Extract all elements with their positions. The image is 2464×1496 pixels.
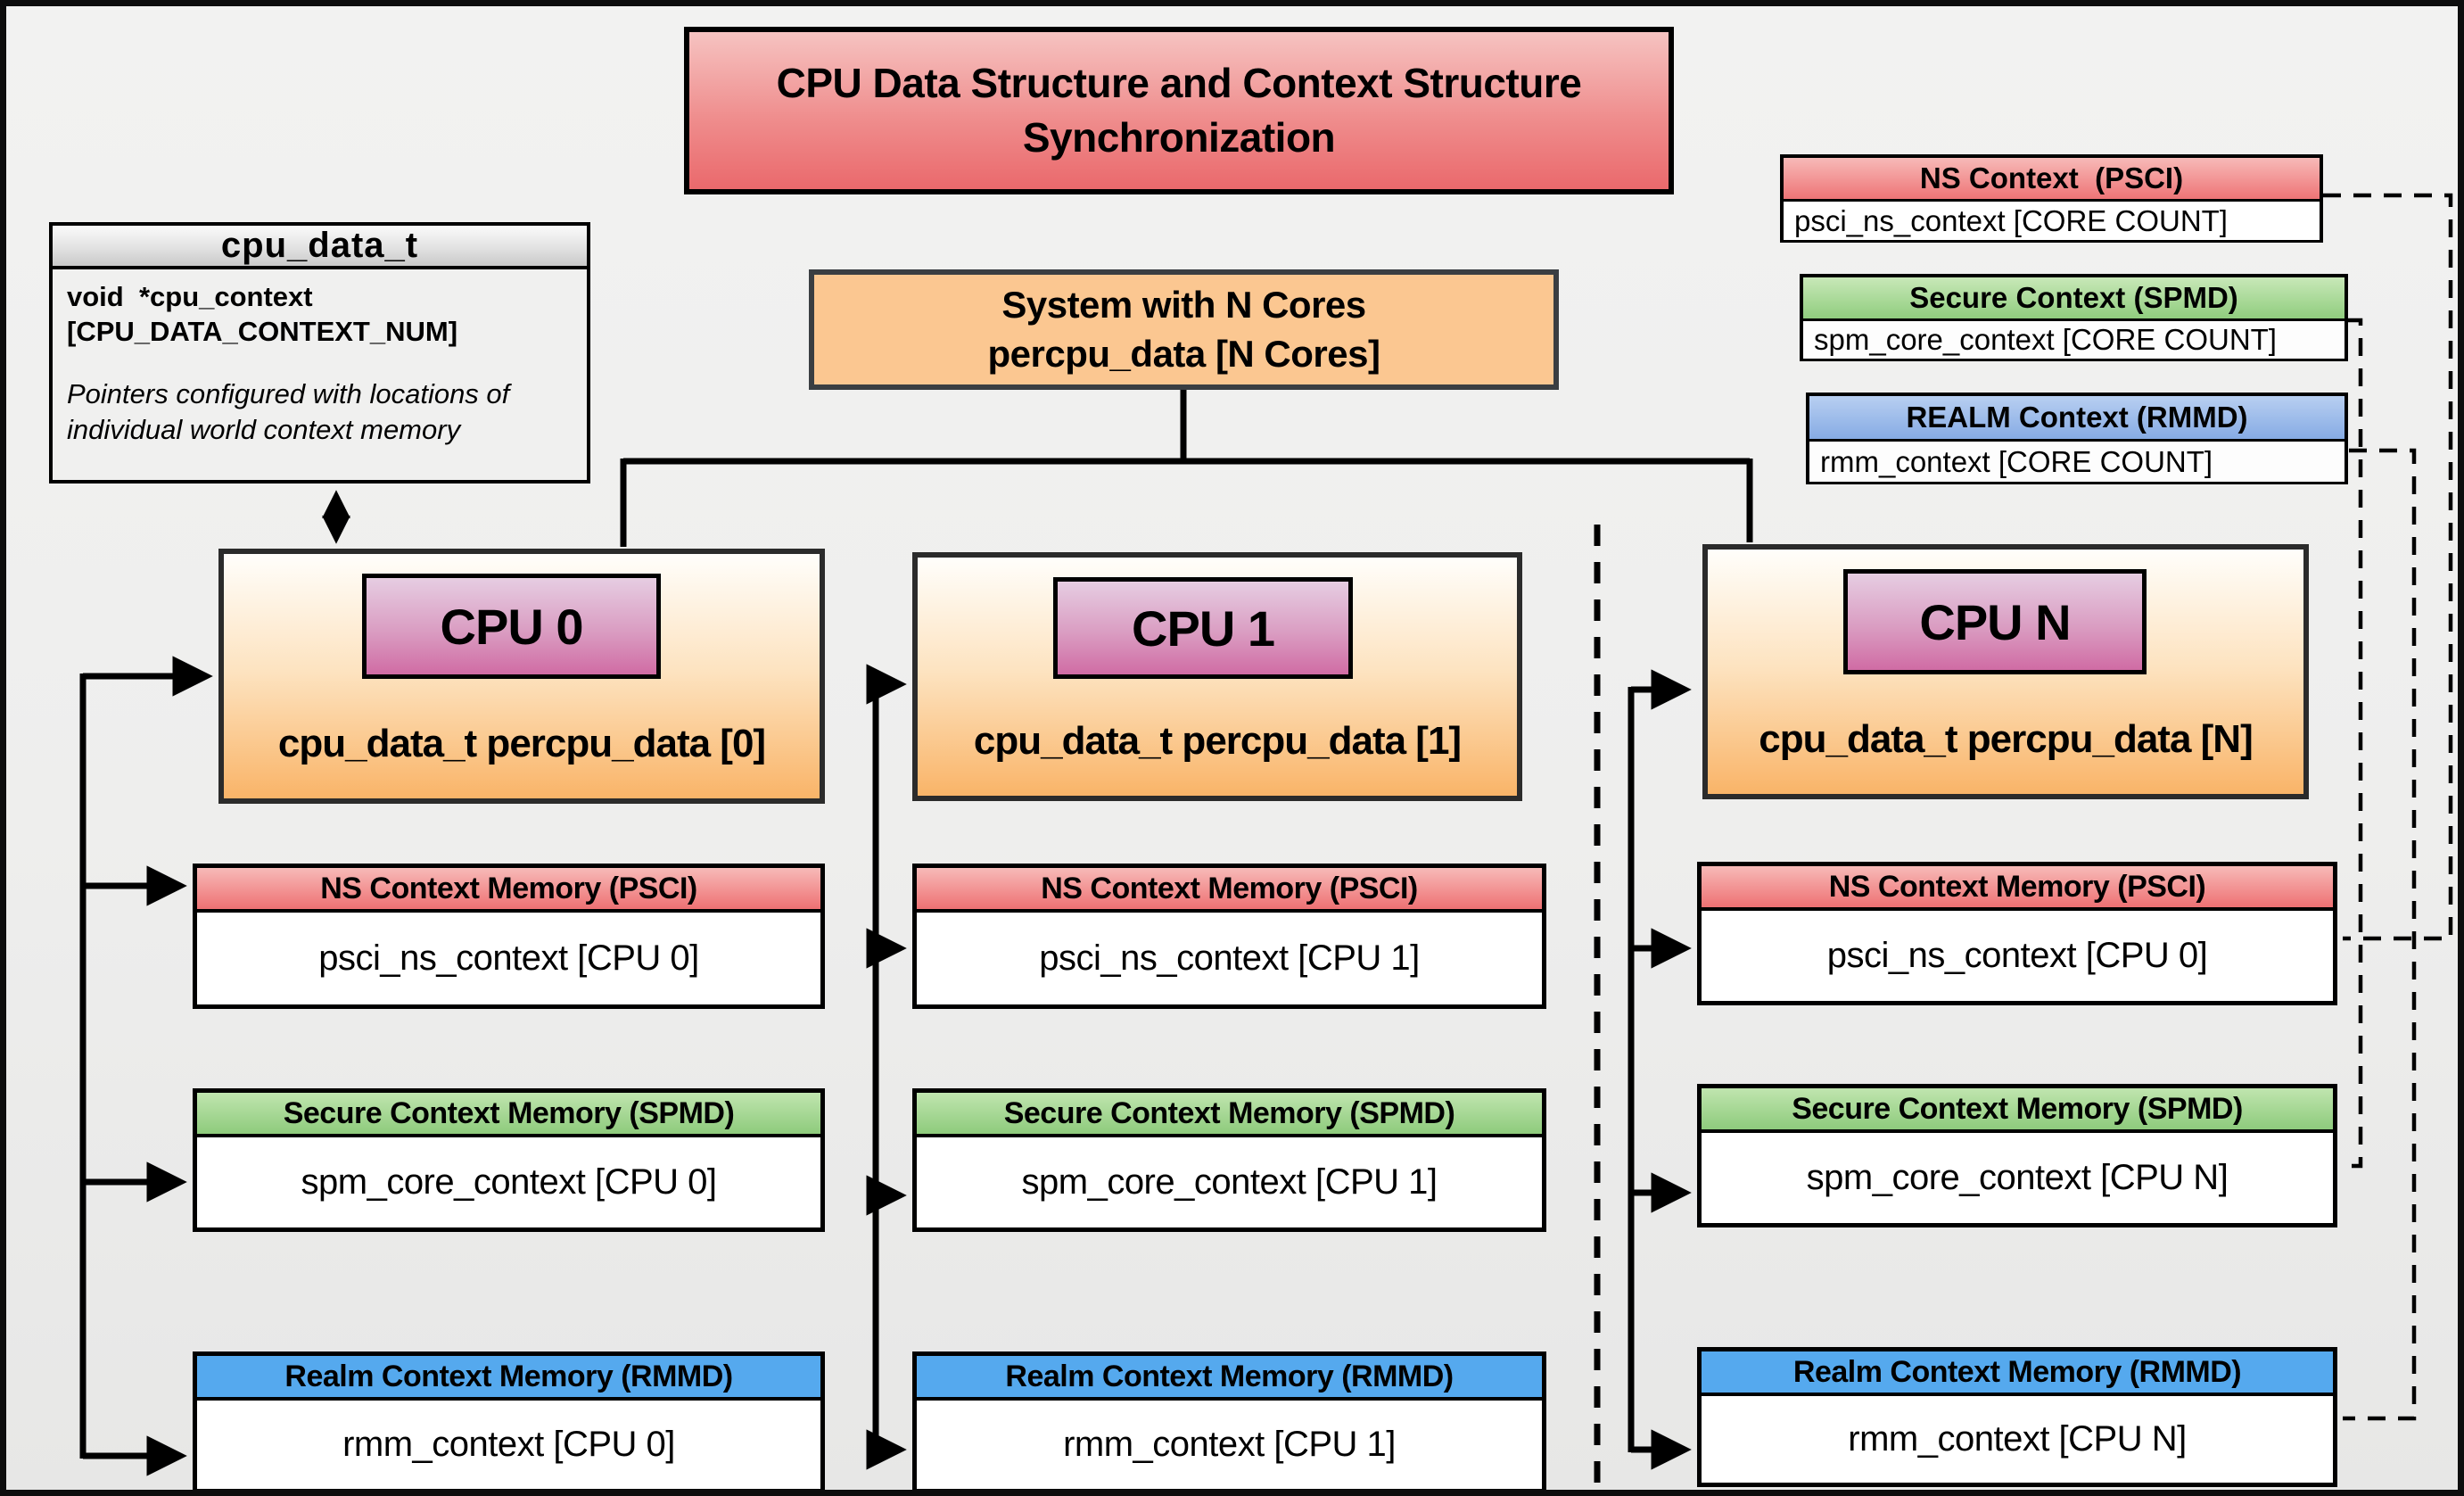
cpu0-box: CPU 0 cpu_data_t percpu_data [0] xyxy=(218,549,825,804)
cpu0-percpu-data-text: cpu_data_t percpu_data [0] xyxy=(277,722,766,765)
legend-realm-header: REALM Context (RMMD) xyxy=(1809,396,2345,442)
legend-realm-context: REALM Context (RMMD) rmm_context [CORE C… xyxy=(1806,393,2348,484)
cpu1-secure-body: spm_core_context [CPU 1] xyxy=(1021,1162,1438,1202)
cpuN-realm-header: Realm Context Memory (RMMD) xyxy=(1702,1351,2333,1396)
cpu0-secure-body: spm_core_context [CPU 0] xyxy=(301,1162,718,1202)
cpu0-secure-context-memory: Secure Context Memory (SPMD) spm_core_co… xyxy=(193,1088,825,1232)
cpu0-realm-context-memory: Realm Context Memory (RMMD) rmm_context … xyxy=(193,1351,825,1490)
system-box-line2: percpu_data [N Cores] xyxy=(987,332,1380,375)
cpu0-realm-header: Realm Context Memory (RMMD) xyxy=(197,1356,820,1401)
cpuN-secure-body: spm_core_context [CPU N] xyxy=(1806,1158,2229,1197)
cpuN-percpu-data-text: cpu_data_t percpu_data [N] xyxy=(1759,717,2253,761)
legend-ns-header: NS Context (PSCI) xyxy=(1784,158,2320,202)
cpu0-secure-header: Secure Context Memory (SPMD) xyxy=(197,1093,820,1137)
legend-ns-context: NS Context (PSCI) psci_ns_context [CORE … xyxy=(1780,154,2323,243)
legend-ns-body: psci_ns_context [CORE COUNT] xyxy=(1784,202,2320,240)
system-box: System with N Cores percpu_data [N Cores… xyxy=(809,269,1559,390)
cpu0-ns-context-memory: NS Context Memory (PSCI) psci_ns_context… xyxy=(193,864,825,1009)
struct-field-line1: void *cpu_context xyxy=(67,281,313,312)
legend-realm-dashed-link xyxy=(2343,448,2417,1421)
diagram-title-line1: CPU Data Structure and Context Structure xyxy=(776,60,1582,107)
cpuN-label: CPU N xyxy=(1843,569,2147,674)
cpu-data-struct-header: cpu_data_t xyxy=(53,226,587,269)
cpu1-ns-header: NS Context Memory (PSCI) xyxy=(917,868,1542,913)
cpu1-ns-context-memory: NS Context Memory (PSCI) psci_ns_context… xyxy=(912,864,1546,1009)
struct-field-line2: [CPU_DATA_CONTEXT_NUM] xyxy=(67,315,458,347)
cpuN-ns-context-memory: NS Context Memory (PSCI) psci_ns_context… xyxy=(1697,862,2337,1005)
cpu1-realm-header: Realm Context Memory (RMMD) xyxy=(917,1356,1542,1401)
cpu0-ns-body: psci_ns_context [CPU 0] xyxy=(318,938,699,978)
cpu1-box: CPU 1 cpu_data_t percpu_data [1] xyxy=(912,552,1522,801)
cpu0-ns-header: NS Context Memory (PSCI) xyxy=(197,868,820,913)
legend-secure-body: spm_core_context [CORE COUNT] xyxy=(1803,321,2345,359)
cpuN-ns-body: psci_ns_context [CPU 0] xyxy=(1826,936,2208,975)
cpuN-realm-body: rmm_context [CPU N] xyxy=(1848,1419,2187,1459)
cpuN-secure-context-memory: Secure Context Memory (SPMD) spm_core_co… xyxy=(1697,1084,2337,1227)
cpu0-realm-body: rmm_context [CPU 0] xyxy=(342,1425,675,1464)
cpu1-percpu-data-text: cpu_data_t percpu_data [1] xyxy=(973,719,1462,763)
cpu-data-struct-body: void *cpu_context [CPU_DATA_CONTEXT_NUM]… xyxy=(53,269,587,459)
cpu0-label: CPU 0 xyxy=(362,574,661,679)
cpu1-realm-context-memory: Realm Context Memory (RMMD) rmm_context … xyxy=(912,1351,1546,1490)
cpu1-ns-body: psci_ns_context [CPU 1] xyxy=(1039,938,1420,978)
cpu1-realm-body: rmm_context [CPU 1] xyxy=(1063,1425,1396,1464)
diagram-title: CPU Data Structure and Context Structure… xyxy=(684,27,1674,194)
legend-secure-header: Secure Context (SPMD) xyxy=(1803,277,2345,321)
system-box-line1: System with N Cores xyxy=(1001,283,1366,326)
cpuN-secure-header: Secure Context Memory (SPMD) xyxy=(1702,1088,2333,1133)
cpu1-secure-header: Secure Context Memory (SPMD) xyxy=(917,1093,1542,1137)
struct-note: Pointers configured with locations of in… xyxy=(67,377,510,445)
cpuN-ns-header: NS Context Memory (PSCI) xyxy=(1702,866,2333,911)
cpu1-label: CPU 1 xyxy=(1053,577,1353,679)
cpu-data-struct-box: cpu_data_t void *cpu_context [CPU_DATA_C… xyxy=(49,222,590,484)
legend-secure-context: Secure Context (SPMD) spm_core_context [… xyxy=(1800,274,2348,361)
legend-realm-body: rmm_context [CORE COUNT] xyxy=(1809,442,2345,482)
cpu1-secure-context-memory: Secure Context Memory (SPMD) spm_core_co… xyxy=(912,1088,1546,1232)
diagram-title-line2: Synchronization xyxy=(1022,114,1336,161)
cpuN-realm-context-memory: Realm Context Memory (RMMD) rmm_context … xyxy=(1697,1347,2337,1487)
cpuN-box: CPU N cpu_data_t percpu_data [N] xyxy=(1702,544,2309,799)
